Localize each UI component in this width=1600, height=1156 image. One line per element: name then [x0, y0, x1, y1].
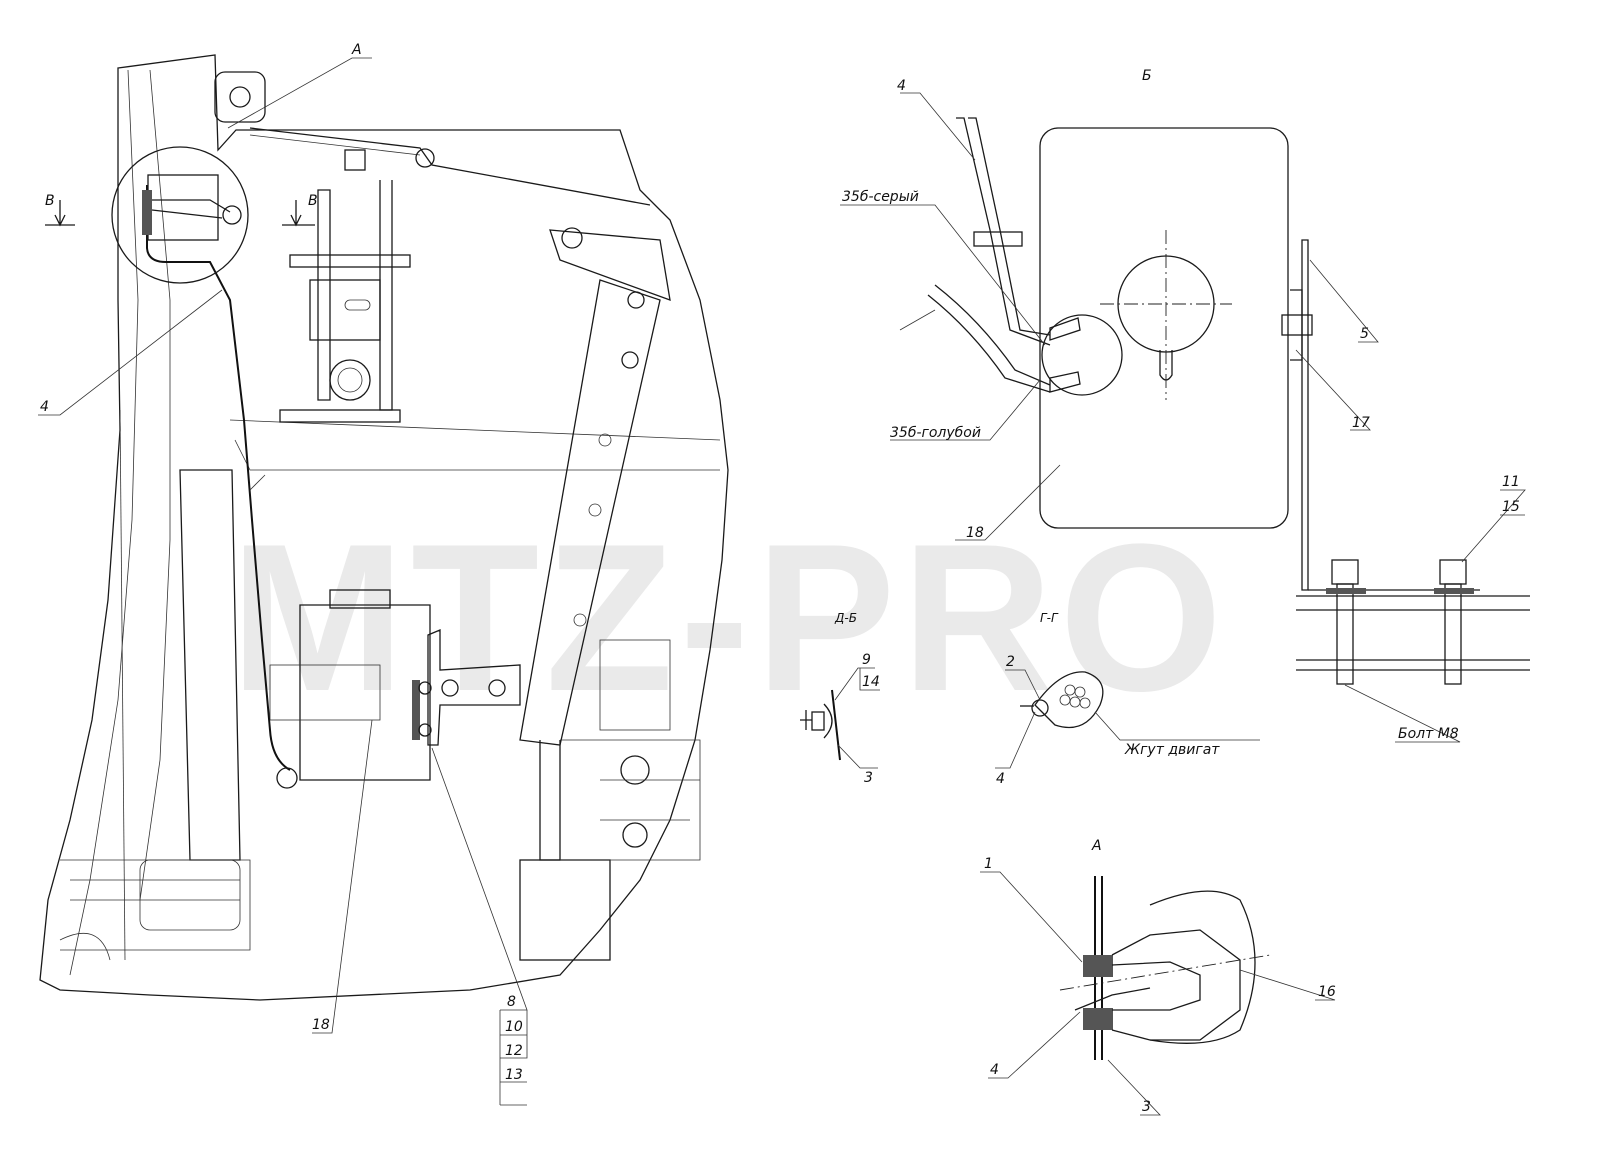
main-assembly-view	[38, 54, 729, 1106]
callout-18-left: 18	[312, 1017, 330, 1033]
section-g-title: Г-Г	[1040, 611, 1059, 625]
callout-2: 2	[1006, 654, 1015, 670]
callout-10: 10	[505, 1019, 523, 1035]
view-a	[980, 871, 1336, 1116]
section-v-right: В	[308, 193, 318, 209]
section-g	[995, 669, 1260, 769]
callout-4-left: 4	[40, 399, 49, 415]
callout-5: 5	[1360, 326, 1369, 342]
view-b-title: Б	[1142, 68, 1152, 84]
callout-16: 16	[1318, 984, 1336, 1000]
callout-15: 15	[1502, 499, 1520, 515]
callout-14: 14	[862, 674, 880, 690]
harness-label: Жгут двигат	[1124, 742, 1220, 758]
detail-a-circle	[111, 146, 249, 284]
callout-9: 9	[862, 652, 871, 668]
callout-3-a: 3	[1142, 1099, 1151, 1115]
watermark: MTZ-PRO	[230, 500, 1228, 735]
callout-8: 8	[507, 994, 516, 1010]
callout-4-g: 4	[996, 771, 1005, 787]
view-a-title: А	[1091, 838, 1102, 854]
section-ee	[800, 667, 880, 769]
wire-blue-label: 35б-голубой	[890, 425, 981, 441]
callout-4-b: 4	[897, 78, 906, 94]
callout-4-a: 4	[990, 1062, 999, 1078]
callout-13: 13	[505, 1067, 523, 1083]
wire-gray-label: 35б-серый	[842, 189, 919, 205]
callout-18-b: 18	[966, 525, 984, 541]
callout-11: 11	[1502, 474, 1520, 490]
callout-12: 12	[505, 1043, 523, 1059]
section-ee-title: Д-Б	[834, 611, 857, 625]
section-v-left: В	[45, 193, 55, 209]
callout-17: 17	[1352, 415, 1370, 431]
callout-1: 1	[984, 856, 993, 872]
callout-3-mid: 3	[864, 770, 873, 786]
callout-a-marker: А	[351, 42, 362, 58]
view-b	[840, 92, 1530, 743]
bolt-label: Болт М8	[1398, 726, 1459, 742]
